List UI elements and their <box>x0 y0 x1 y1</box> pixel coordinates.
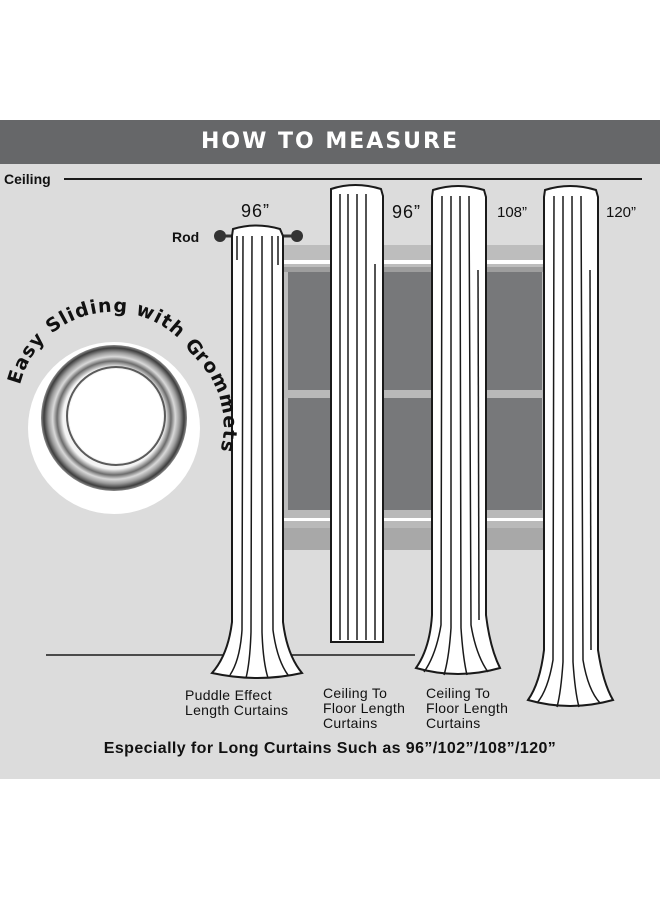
measurement-label: 96” <box>241 201 271 221</box>
curtain-120 <box>526 185 615 708</box>
curtain-ceiling-to-floor-2 <box>414 185 502 676</box>
window-illustration <box>284 245 546 550</box>
measurement-label: 108” <box>497 204 528 221</box>
grommet-badge: Easy Sliding with Grommets <box>4 295 240 514</box>
footer-note: Especially for Long Curtains Such as 96”… <box>103 740 557 757</box>
caption-ceiling-to-floor: Ceiling To Floor Length Curtains <box>323 685 406 731</box>
curtain-ceiling-to-floor-1 <box>330 184 384 643</box>
caption-puddle: Puddle Effect Length Curtains <box>185 687 289 718</box>
measurement-label: 96” <box>392 202 422 222</box>
header-bar <box>0 120 660 164</box>
rod-label: Rod <box>172 229 200 245</box>
curtain-puddle <box>210 224 304 679</box>
caption-ceiling-to-floor: Ceiling To Floor Length Curtains <box>426 685 509 731</box>
measurement-label: 120” <box>606 204 637 221</box>
page-title: HOW TO MEASURE <box>200 129 460 154</box>
ceiling-label: Ceiling <box>4 171 51 187</box>
